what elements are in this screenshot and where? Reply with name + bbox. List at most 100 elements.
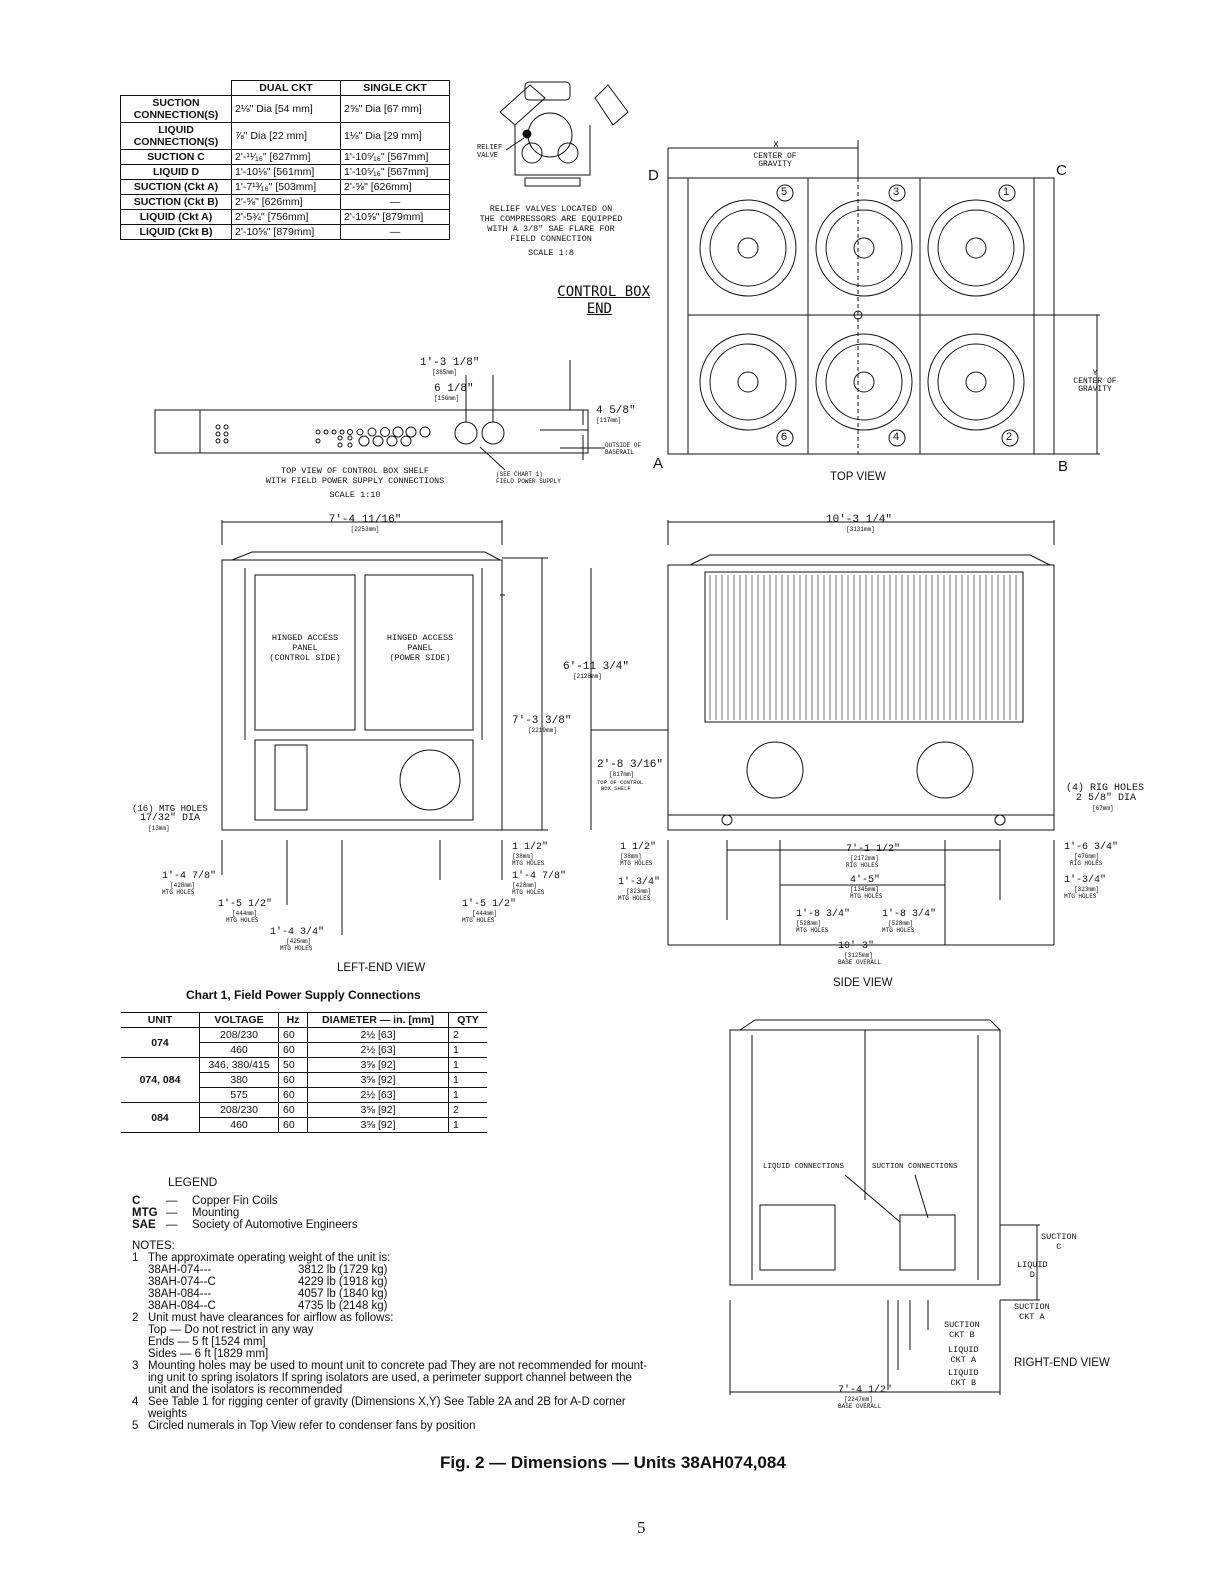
coil-fins (709, 575, 1017, 720)
right-end-view (729, 1019, 1040, 1395)
chart1-header: VOLTAGE (199, 1012, 279, 1028)
col-single-ckt: SINGLE CKT (340, 80, 450, 96)
legend-item: SAE—Society of Automotive Engineers (132, 1219, 358, 1231)
chart1-cell: 60 (278, 1087, 308, 1103)
chart1-unit: 074, 084 (121, 1057, 200, 1103)
row-label: LIQUID CONNECTION(S) (120, 122, 232, 150)
legend-item: C—Copper Fin Coils (132, 1195, 278, 1207)
rv-suction-c: SUCTION C (1041, 1232, 1077, 1252)
connection-table: DUAL CKT SINGLE CKT SUCTION CONNECTION(S… (120, 80, 450, 240)
legend: C—Copper Fin Coils MTG—Mounting SAE—Soci… (132, 1195, 358, 1231)
side-view-title: SIDE VIEW (833, 977, 893, 989)
chart1-cell: 1 (448, 1042, 487, 1058)
sv-s7: 10'-3" [3125mm] BASE OVERALL (838, 941, 882, 967)
sv-s9: 1'-3/4" [323mm] MTG HOLES (1064, 875, 1107, 901)
top-view-title: TOP VIEW (830, 471, 886, 483)
chart1-cell: 60 (278, 1042, 308, 1058)
cb-dim-1: 1'-3 1/8" [385mm] (420, 357, 480, 377)
row-label: SUCTION C (120, 149, 232, 165)
rv-liquid-conn: LIQUID CONNECTIONS (763, 1163, 845, 1171)
fan-5: 5 (781, 186, 788, 198)
chart1-title: Chart 1, Field Power Supply Connections (186, 988, 421, 1002)
chart1-cell: 1 (448, 1087, 487, 1103)
top-view-fans (699, 184, 1025, 447)
rv-suction-b: SUCTION CKT B (944, 1320, 980, 1340)
cell: 2'-⅝" [626mm] (340, 179, 450, 195)
chart1-cell: 208/230 (199, 1102, 279, 1118)
lv-d6: 1'-5 1/2" [444mm] MTG HOLES (462, 899, 517, 925)
sv-s4: 4'-5" [1345mm] MTG HOLES (850, 875, 883, 901)
chart1-cell: 208/230 (199, 1027, 279, 1043)
sv-s1: 1 1/2" [38mm] MTG HOLES (620, 842, 657, 868)
side-view (590, 520, 1055, 946)
cell: — (340, 224, 450, 240)
sv-s2: 1'-3/4" [323mm] MTG HOLES (618, 877, 661, 903)
fan-6: 6 (781, 431, 788, 443)
top-view-frame (667, 140, 1100, 455)
chart1-cell: 3⅝ [92] (307, 1117, 449, 1133)
relief-label-1: RELIEF (477, 144, 503, 152)
rv-suction-conn: SUCTION CONNECTIONS (872, 1163, 958, 1171)
cell: ⅞" Dia [22 mm] (231, 122, 341, 150)
sv-length: 10'-3 1/4" [3131mm] (826, 514, 893, 534)
chart1-cell: 50 (278, 1057, 308, 1073)
corner-b: B (1058, 458, 1069, 475)
chart1-cell: 460 (199, 1117, 279, 1133)
control-box-title-1: CONTROL BOX (557, 284, 650, 300)
rv-liquid-b: LIQUID CKT B (948, 1368, 979, 1388)
chart1-cell: 380 (199, 1072, 279, 1088)
corner-c: C (1056, 162, 1067, 179)
chart1-header: QTY (448, 1012, 487, 1028)
note-4b: weights (148, 1408, 187, 1420)
cb-dim-2: 6 1/8" [156mm] (434, 383, 474, 403)
chart1-cell: 60 (278, 1117, 308, 1133)
rv-suction-a: SUCTION CKT A (1014, 1302, 1050, 1322)
cb-outside: OUTSIDE OF BASERAIL (605, 442, 642, 456)
row-label: LIQUID D (120, 164, 232, 180)
sv-s5: 1'-8 3/4" [528mm] MTG HOLES (796, 909, 851, 935)
relief-valve-sketch (499, 81, 629, 187)
note-2-top: Top — Do not restrict in any way (148, 1324, 314, 1336)
lv-height-2: 7'-3 3/8" [2219mm] (512, 715, 572, 735)
chart1-cell: 575 (199, 1087, 279, 1103)
legend-title: LEGEND (168, 1175, 218, 1189)
top-view-y: Y CENTER OF GRAVITY (1073, 369, 1117, 394)
relief-scale: SCALE 1:8 (528, 248, 574, 258)
page-number: 5 (637, 1518, 646, 1537)
chart1-header: Hz (278, 1012, 308, 1028)
note-3b: ing unit to spring isolators If spring i… (148, 1372, 632, 1384)
row-label: SUCTION (Ckt A) (120, 179, 232, 195)
lv-d1: 1'-4 7/8" [428mm] MTG HOLES (162, 871, 217, 897)
relief-valve-note: RELIEF VALVES LOCATED ON THE COMPRESSORS… (466, 204, 636, 258)
rv-liquid-d: LIQUID D (1017, 1260, 1048, 1280)
note-3c: unit and the isolators is recommended (148, 1384, 343, 1396)
relief-valve-label: RELIEF VALVE (477, 144, 502, 160)
cb-see-chart: (SEE CHART 1) FIELD POWER SUPPLY (496, 471, 561, 485)
notes-title: NOTES: (132, 1240, 175, 1252)
cell: 2'-5¾" [756mm] (231, 209, 341, 225)
lv-width: 7'-4 11/16" [2253mm] (328, 514, 402, 534)
chart1-header: UNIT (121, 1012, 200, 1028)
chart1-cell: 60 (278, 1027, 308, 1043)
figure-caption: Fig. 2 — Dimensions — Units 38AH074,084 (440, 1453, 786, 1472)
cb-dim-3: 4 5/8" [117mm] (596, 405, 636, 425)
cb-caption: TOP VIEW OF CONTROL BOX SHELF WITH FIELD… (265, 466, 445, 500)
chart1-cell: 1 (448, 1072, 487, 1088)
row-label: SUCTION (Ckt B) (120, 194, 232, 210)
relief-label-2: VALVE (477, 152, 499, 160)
chart1-cell: 2½ [63] (307, 1042, 449, 1058)
lv-d5: 1'-4 7/8" [428mm] MTG HOLES (512, 871, 567, 897)
lv-d4: 1 1/2" [38mm] MTG HOLES (512, 842, 549, 868)
sv-s8: 1'-6 3/4" [476mm] RIG HOLES (1064, 842, 1119, 868)
legend-item: MTG—Mounting (132, 1207, 240, 1219)
chart1-cell: 60 (278, 1102, 308, 1118)
chart1-cell: 346, 380/415 (199, 1057, 279, 1073)
